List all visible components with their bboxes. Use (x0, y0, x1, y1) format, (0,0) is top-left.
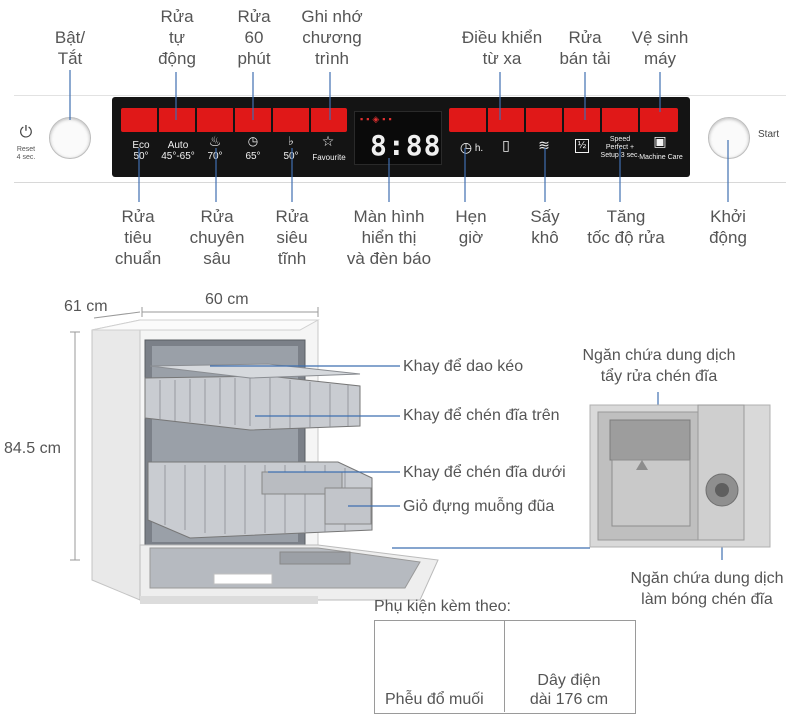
label-half-load: Rửa bán tải (559, 28, 611, 68)
timer-button[interactable]: h. (474, 143, 484, 154)
label-auto: Rửa tự động (158, 7, 196, 68)
divider (309, 108, 311, 132)
auto-button[interactable]: Auto 45°-65° (161, 140, 195, 162)
silence-icon: ♭ (288, 134, 294, 148)
label-timer: Hẹn giờ (455, 207, 487, 247)
label-remote: Điều khiển từ xa (461, 28, 543, 68)
machine-care-button[interactable]: Machine Care (639, 154, 683, 161)
display-digits: 8:88 (370, 129, 442, 162)
divider (486, 108, 488, 132)
part-callouts (210, 365, 723, 560)
half-load-button[interactable] (575, 139, 589, 153)
intensive-pot-icon: ♨ (208, 133, 222, 149)
divider (600, 108, 602, 132)
divider (638, 108, 640, 132)
depth-label: 61 cm (64, 298, 108, 315)
eco-button[interactable]: Eco 50° (132, 140, 150, 162)
divider (233, 108, 235, 132)
accessories-box (374, 620, 636, 714)
accessories-title: Phụ kiện kèm theo: (374, 598, 511, 615)
dishwasher-illustration (91, 319, 439, 604)
detergent-compartment-photo (589, 404, 771, 548)
label-start: Khởi động (709, 207, 747, 247)
reset-label: Reset 4 sec. (16, 146, 36, 161)
panel-callouts (69, 70, 729, 202)
half-load-label: ½ (577, 140, 587, 151)
dry-icon[interactable]: ≋ (538, 137, 550, 153)
timer-icon: ◷ (459, 139, 473, 155)
status-display (354, 111, 442, 165)
dimension-lines (70, 307, 319, 561)
height-label: 84.5 cm (4, 440, 61, 457)
start-button[interactable] (708, 117, 750, 159)
label-salt-funnel: Phễu đổ muối (385, 691, 484, 708)
label-speed: Tăng tốc độ rửa (587, 207, 665, 247)
label-lower-rack: Khay để chén đĩa dưới (403, 464, 566, 481)
divider (157, 108, 159, 132)
label-60-min: Rửa 60 phút (237, 7, 271, 68)
intensive-button[interactable]: 70° (207, 151, 223, 162)
label-power-cable: Dây điện dài 176 cm (529, 672, 609, 708)
label-intensive: Rửa chuyên sâu (189, 207, 245, 268)
clock-60-icon: ◷ (247, 134, 259, 148)
label-upper-rack: Khay để chén đĩa trên (403, 407, 560, 424)
quick-button[interactable]: 65° (245, 151, 261, 162)
accessories-divider (504, 620, 505, 712)
label-display: Màn hình hiển thị và đèn báo (346, 207, 432, 268)
divider (271, 108, 273, 132)
on-off-button[interactable] (49, 117, 91, 159)
label-cutlery-basket: Giỏ đựng muỗng đũa (403, 498, 555, 515)
label-eco: Rửa tiêu chuẩn (114, 207, 162, 268)
silence-button[interactable]: 50° (283, 151, 299, 162)
display-indicator-icons: ▪▪◈▪▪ (360, 114, 395, 124)
label-cutlery-tray: Khay để dao kéo (403, 358, 524, 375)
divider (562, 108, 564, 132)
divider (524, 108, 526, 132)
label-silence: Rửa siêu tĩnh (275, 207, 309, 268)
label-detergent-compartment: Ngăn chứa dung dịch tẩy rửa chén đĩa (582, 347, 736, 385)
favourite-button[interactable]: Favourite (312, 153, 346, 162)
label-rinse-aid-compartment: Ngăn chứa dung dịch làm bóng chén đĩa (630, 570, 784, 608)
width-label: 60 cm (205, 291, 249, 308)
remote-phone-icon[interactable]: ▯ (502, 137, 510, 153)
start-label: Start (758, 129, 780, 140)
label-favourite: Ghi nhớ chương trình (301, 7, 363, 68)
power-icon[interactable]: ⏻ (19, 124, 33, 141)
divider (195, 108, 197, 132)
label-machine-care: Vệ sinh máy (631, 28, 689, 68)
label-dry: Sấy khô (530, 207, 560, 247)
star-icon: ☆ (321, 133, 335, 149)
label-on-off: Bật/ Tắt (54, 28, 86, 68)
machine-care-icon: ▣ (653, 133, 667, 149)
speed-perfect-button[interactable]: Speed Perfect + Setup 3 sec. (600, 136, 640, 159)
